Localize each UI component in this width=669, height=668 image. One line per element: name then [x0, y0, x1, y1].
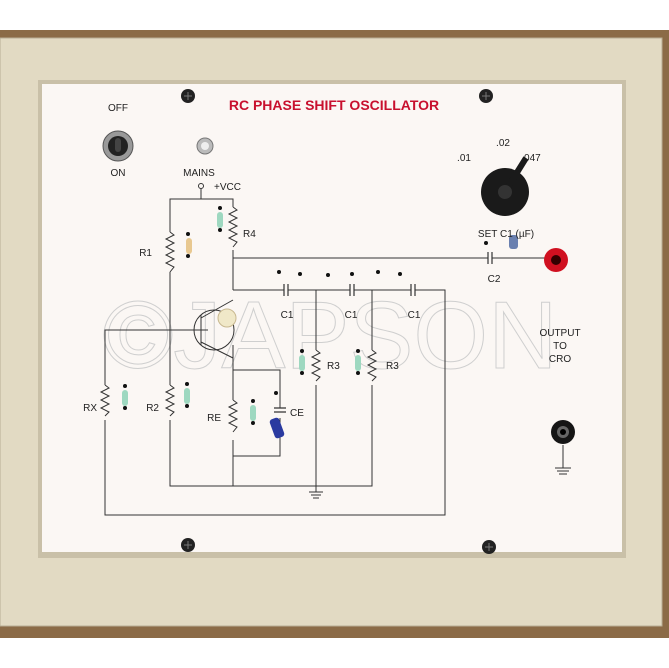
output-jack-red[interactable] — [544, 248, 568, 272]
schematic-wires — [104, 189, 545, 516]
output-label: OUTPUT — [539, 328, 580, 339]
c1-selector-knob[interactable] — [481, 156, 529, 216]
vcc-label: +VCC — [214, 182, 241, 193]
output-label: CRO — [549, 354, 571, 365]
label-r4: R4 — [243, 229, 256, 240]
label-r1: R1 — [139, 248, 152, 259]
screw-icon — [479, 89, 493, 103]
panel-title: RC PHASE SHIFT OSCILLATOR — [229, 97, 439, 113]
switch-off-label: OFF — [108, 103, 128, 114]
mains-label: MAINS — [183, 168, 215, 179]
selector-option: .02 — [496, 138, 510, 149]
label-c2: C2 — [488, 274, 501, 285]
mains-toggle-switch[interactable] — [102, 130, 134, 162]
ground-icon — [309, 491, 323, 499]
screw-icon — [181, 538, 195, 552]
screw-icon — [482, 540, 496, 554]
screw-icon — [181, 89, 195, 103]
label-c1: C1 — [408, 310, 421, 321]
label-r3: R3 — [386, 361, 399, 372]
resistor-components — [122, 212, 518, 439]
label-re: RE — [207, 413, 221, 424]
capacitor-symbols — [274, 252, 493, 413]
transistor-component — [217, 308, 237, 328]
label-ce: CE — [290, 408, 304, 419]
switch-on-label: ON — [111, 168, 126, 179]
selector-option: .01 — [457, 153, 471, 164]
resistor-symbols — [99, 206, 378, 433]
ground-icon — [555, 445, 571, 475]
label-rx: RX — [83, 403, 97, 414]
watermark: ©JAPSON — [103, 282, 558, 389]
label-r2: R2 — [146, 403, 159, 414]
transistor-symbol — [193, 309, 235, 351]
patch-terminals[interactable] — [123, 206, 488, 425]
output-jack-black[interactable] — [551, 420, 575, 444]
indicator-led — [196, 137, 214, 155]
output-label: TO — [553, 341, 567, 352]
selector-label: SET C1 (µF) — [478, 229, 534, 240]
label-c1: C1 — [281, 310, 294, 321]
selector-option: .047 — [521, 153, 541, 164]
label-c1: C1 — [345, 310, 358, 321]
label-r3: R3 — [327, 361, 340, 372]
vcc-terminal — [198, 183, 204, 189]
